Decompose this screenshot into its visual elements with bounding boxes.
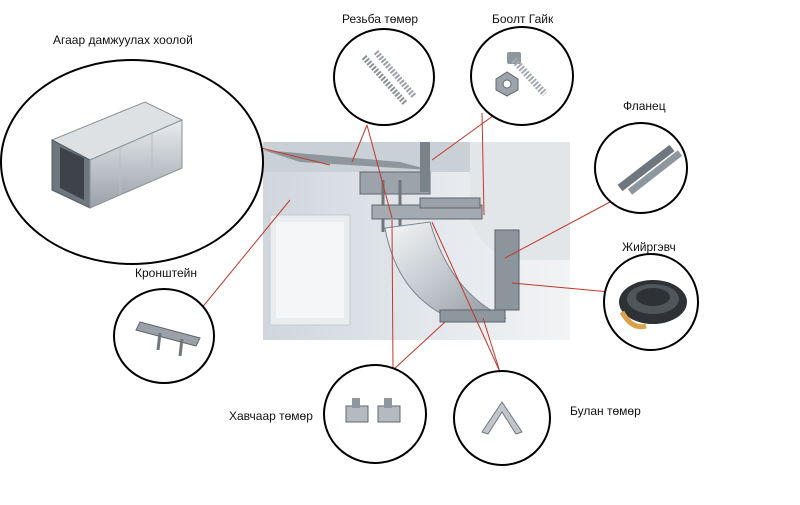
bracket-callout xyxy=(113,288,215,384)
bolt-nut-callout xyxy=(470,26,574,126)
corner-label: Булан төмөр xyxy=(570,404,641,418)
duct-label: Агаар дамжуулах хоолой xyxy=(53,33,193,47)
clamp-label: Хавчаар төмөр xyxy=(229,409,313,423)
leader-rod-2 xyxy=(366,124,393,219)
threaded-rod-callout xyxy=(333,28,435,126)
corner-callout xyxy=(453,370,551,466)
installation-photo xyxy=(263,142,570,340)
leader-lines xyxy=(167,112,611,373)
duct-callout xyxy=(0,59,264,265)
threaded-rod-label: Резьба төмөр xyxy=(342,12,419,26)
flange-label: Фланец xyxy=(623,99,666,113)
flange-callout xyxy=(594,122,688,214)
leader-gasket xyxy=(511,282,611,293)
leader-rod-1 xyxy=(351,124,368,163)
clamp-callout xyxy=(323,364,427,464)
leader-bracket xyxy=(195,199,291,316)
leader-clamp-1 xyxy=(391,219,394,371)
leader-flange xyxy=(504,201,611,259)
bolt-nut-label: Боолт Гайк xyxy=(492,12,554,26)
leader-corner-2 xyxy=(482,317,501,373)
leader-bolt-2 xyxy=(481,112,485,216)
leader-bolt-1 xyxy=(431,112,498,161)
gasket-callout xyxy=(603,253,699,351)
leader-corner-1 xyxy=(431,221,501,373)
leader-clamp-2 xyxy=(392,321,446,371)
bracket-label: Кронштейн xyxy=(135,266,197,280)
gasket-label: Жийргэвч xyxy=(622,240,676,254)
